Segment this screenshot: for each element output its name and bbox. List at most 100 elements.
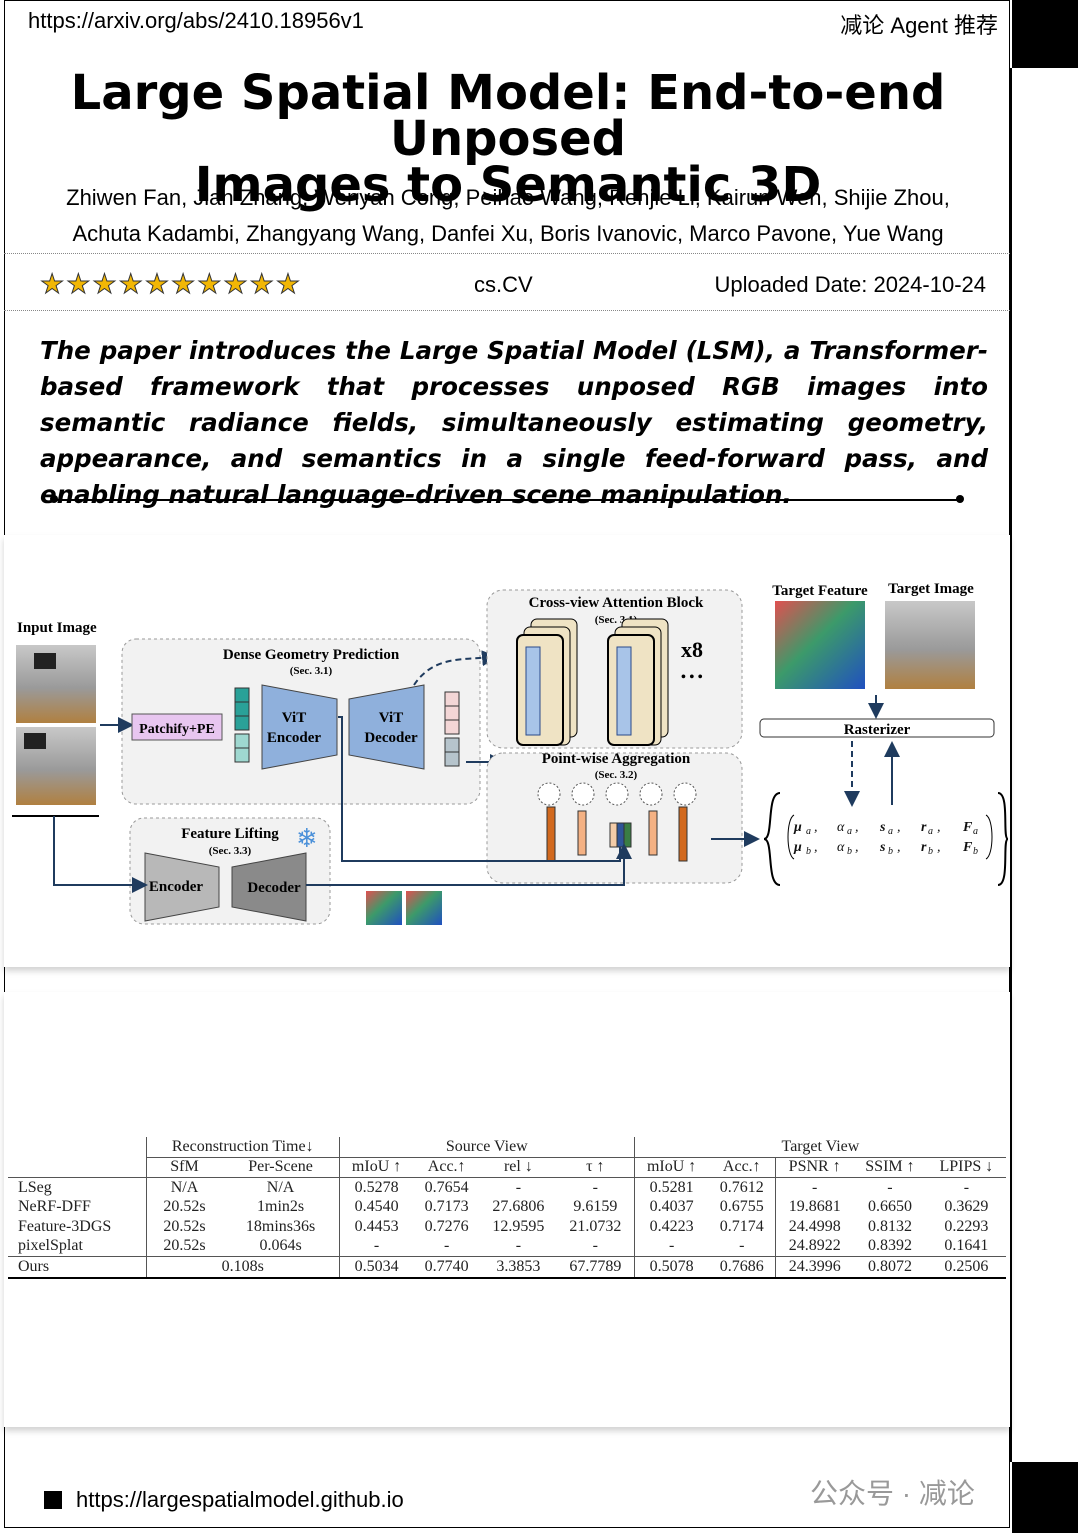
cell: 0.4223 — [649, 1217, 694, 1235]
col-header: PSNR ↑ — [788, 1158, 841, 1176]
svg-text:a: a — [847, 826, 852, 837]
cell: 27.6806 — [492, 1198, 545, 1216]
repeat-ellipsis: • • • — [681, 670, 703, 685]
tv-shape-1 — [34, 653, 56, 669]
feature-map-2 — [406, 891, 442, 925]
cell: 0.8132 — [867, 1217, 912, 1235]
row-label: Feature-3DGS — [8, 1217, 147, 1237]
cell: 12.9595 — [492, 1217, 545, 1235]
token-stack-teal — [234, 687, 250, 763]
author-list: Zhiwen Fan, Jian Zhang, Wenyan Cong, Pei… — [10, 180, 1006, 252]
arxiv-link[interactable]: https://arxiv.org/abs/2410.18956v1 — [28, 8, 364, 33]
cell: 0.108s — [146, 1256, 340, 1278]
paper-title: Large Spatial Model: End-to-end Unposed … — [10, 69, 1006, 213]
svg-text:α: α — [837, 840, 845, 855]
svg-text:,: , — [814, 840, 818, 855]
col-header: Acc.↑ — [708, 1157, 777, 1178]
vit-decoder-vit: ViT — [379, 710, 403, 726]
corner-block-bottom — [1012, 1462, 1078, 1533]
cell: 0.8072 — [867, 1257, 912, 1275]
cell: 0.3629 — [944, 1198, 989, 1216]
vit-encoder-label: Encoder — [267, 730, 322, 746]
svg-text:,: , — [814, 820, 818, 835]
cell: 0.7276 — [424, 1217, 469, 1235]
lifting-decoder-shape — [231, 852, 307, 922]
point-circles — [537, 782, 697, 806]
lifting-decoder-label: Decoder — [247, 880, 301, 896]
cell: 24.8922 — [788, 1237, 841, 1255]
cell: - — [812, 1178, 818, 1196]
svg-text:b: b — [973, 846, 978, 857]
input-image-label: Input Image — [17, 620, 97, 636]
col-header: rel ↓ — [503, 1158, 533, 1176]
attention-block-1 — [516, 618, 578, 746]
svg-text:r: r — [921, 820, 927, 835]
agent-tagline: 减论 Agent 推荐 — [840, 13, 998, 38]
svg-text:a: a — [973, 826, 978, 837]
cell: 0.5278 — [354, 1178, 399, 1196]
separator-line — [54, 499, 960, 501]
cell: - — [515, 1237, 522, 1255]
lifting-encoder-shape — [144, 852, 220, 922]
cell: 9.6159 — [556, 1197, 635, 1217]
cell: 0.7173 — [424, 1198, 469, 1216]
cell: 24.3996 — [788, 1257, 841, 1275]
svg-text:,: , — [897, 840, 901, 855]
title-line-2: Images to Semantic 3D — [194, 157, 822, 213]
svg-text:α: α — [837, 820, 845, 835]
cell: 1min2s — [222, 1197, 340, 1217]
cell: - — [887, 1178, 893, 1196]
cell: - — [963, 1178, 970, 1196]
patchify-label: Patchify+PE — [139, 722, 215, 737]
col-header: Per-Scene — [222, 1157, 340, 1178]
upload-date: Uploaded Date: 2024-10-24 — [714, 272, 986, 297]
cell: 0.7612 — [708, 1177, 777, 1198]
right-border-strip — [1010, 68, 1012, 1462]
vit-encoder-shape — [261, 684, 338, 770]
wechat-watermark: 公众号 · 减论 — [810, 1478, 975, 1509]
cell: 24.4998 — [788, 1217, 841, 1235]
divider-top — [4, 253, 1010, 254]
feature-map-1 — [366, 891, 402, 925]
row-label: Ours — [8, 1256, 147, 1278]
row-label: NeRF-DFF — [8, 1197, 147, 1217]
svg-text:F: F — [962, 820, 973, 835]
svg-text:b: b — [888, 846, 893, 857]
results-table: Reconstruction Time↓ Source View Target … — [8, 1137, 1006, 1279]
rasterizer-label: Rasterizer — [844, 722, 911, 738]
target-feature-image — [775, 601, 865, 689]
category-label: cs.CV — [474, 272, 533, 297]
tv-shape-2 — [24, 733, 46, 749]
svg-text:a: a — [888, 826, 893, 837]
group-header-recon: Reconstruction Time↓ — [146, 1137, 340, 1158]
arrow-lifting-to-agg — [306, 843, 632, 886]
feature-lifting-sec: (Sec. 3.3) — [209, 845, 252, 857]
svg-text:,: , — [937, 840, 941, 855]
cell: - — [556, 1177, 635, 1198]
col-header: τ ↑ — [556, 1157, 635, 1178]
cell: 21.0732 — [556, 1217, 635, 1237]
svg-text:μ: μ — [793, 820, 802, 835]
svg-text:r: r — [921, 840, 927, 855]
col-header: Acc.↑ — [427, 1158, 466, 1176]
table-row-ours: Ours 0.108s 0.5034 0.7740 3.3853 67.7789… — [8, 1256, 1006, 1278]
target-image-label: Target Image — [888, 581, 974, 597]
cell: 0.4037 — [649, 1198, 694, 1216]
cell: N/A — [222, 1177, 340, 1198]
cell: 3.3853 — [496, 1257, 541, 1275]
cell: 0.2293 — [944, 1217, 989, 1235]
cell: N/A — [170, 1178, 199, 1196]
svg-text:s: s — [879, 820, 886, 835]
table-row: Feature-3DGS 20.52s 18mins36s 0.4453 0.7… — [8, 1217, 1006, 1237]
row-label: pixelSplat — [8, 1236, 147, 1257]
cell: 18mins36s — [222, 1217, 340, 1237]
svg-text:,: , — [937, 820, 941, 835]
project-link[interactable]: https://largespatialmodel.github.io — [76, 1487, 404, 1512]
token-stack-output — [444, 691, 460, 767]
group-header-source: Source View — [339, 1137, 635, 1158]
cell: 0.064s — [222, 1236, 340, 1257]
svg-text:,: , — [855, 840, 859, 855]
authors-line-1: Zhiwen Fan, Jian Zhang, Wenyan Cong, Pei… — [66, 185, 950, 210]
cell: - — [515, 1178, 522, 1196]
